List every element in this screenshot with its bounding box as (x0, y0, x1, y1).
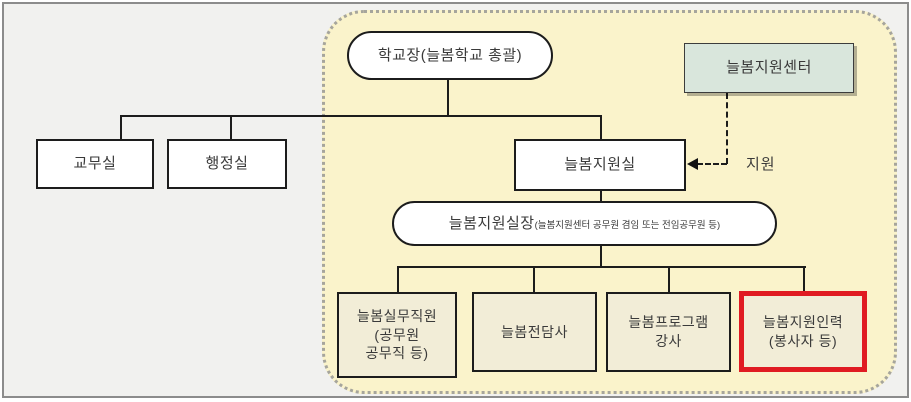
node-support-center-label: 늘봄지원센터 (726, 59, 812, 77)
connector-office-to-head (600, 191, 602, 202)
connector-head-to-staff (600, 246, 602, 267)
connector-bottom-horizontal (398, 266, 806, 268)
support-dashed-horizontal (697, 163, 727, 165)
node-support-office-head-label: 늘봄지원실장 (늘봄지원센터 공무원 겸임 또는 전임공무원 등) (449, 214, 720, 234)
connector-academic-office-drop (120, 115, 122, 140)
connector-admin-office-drop (230, 115, 232, 140)
node-staff-practitioner: 늘봄실무직원 (공무원 공무직 등) (337, 292, 457, 378)
node-admin-office-label: 행정실 (205, 155, 249, 173)
node-staff-program-instructor: 늘봄프로그램 강사 (606, 292, 731, 372)
support-dashed-vertical (726, 93, 728, 164)
connector-staff3-drop (668, 266, 670, 292)
node-neulbom-support-office: 늘봄지원실 (514, 139, 686, 191)
connector-staff4-drop (803, 266, 805, 292)
support-arrow-label: 지원 (746, 156, 776, 173)
staff3-line1: 늘봄프로그램 (628, 314, 709, 331)
node-support-center: 늘봄지원센터 (684, 43, 854, 93)
node-academic-office-label: 교무실 (73, 155, 117, 173)
staff4-line1: 늘봄지원인력 (762, 313, 844, 330)
node-principal-label: 학교장(늘봄학교 총괄) (377, 46, 523, 64)
connector-support-office-drop (600, 115, 602, 140)
support-arrowhead-icon (687, 158, 698, 170)
node-principal: 학교장(늘봄학교 총괄) (347, 31, 553, 80)
staff2-line1: 늘봄전담사 (501, 323, 568, 340)
node-admin-office: 행정실 (167, 139, 287, 189)
node-staff-dedicated-teacher: 늘봄전담사 (472, 292, 597, 372)
staff3-line2: 강사 (655, 333, 682, 349)
staff1-line2: (공무원 (374, 326, 420, 343)
node-neulbom-support-office-label: 늘봄지원실 (564, 156, 636, 174)
connector-staff2-drop (533, 266, 535, 292)
staff4-line2: (봉사자 등) (768, 332, 838, 349)
staff1-line1: 늘봄실무직원 (356, 307, 438, 324)
head-subtitle: (늘봄지원센터 공무원 겸임 또는 전임공무원 등) (534, 219, 721, 231)
head-title: 늘봄지원실장 (448, 214, 535, 232)
connector-principal-drop (447, 80, 449, 116)
staff1-line3: 공무직 등) (365, 345, 429, 362)
node-staff-support-volunteers: 늘봄지원인력 (봉사자 등) (739, 291, 867, 372)
node-academic-office: 교무실 (36, 139, 154, 189)
node-support-office-head: 늘봄지원실장 (늘봄지원센터 공무원 겸임 또는 전임공무원 등) (392, 201, 777, 246)
connector-staff1-drop (397, 266, 399, 292)
connector-top-horizontal (120, 115, 602, 117)
